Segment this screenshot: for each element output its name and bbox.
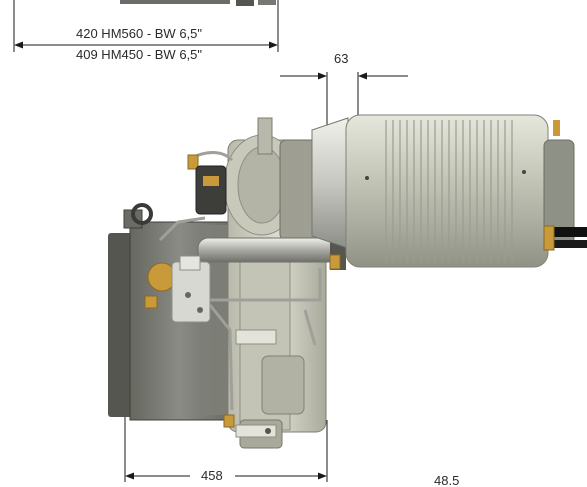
offset-dimension-label: 63 (334, 51, 349, 66)
top-dimension (13, 0, 279, 52)
center-casting (223, 117, 327, 449)
top-dimension-label-upper: 420 HM560 - BW 6,5" (74, 26, 205, 42)
actuator (195, 165, 227, 215)
black-hose (543, 120, 587, 251)
bottom-dimension-label: 458 (198, 468, 226, 484)
corner-code-label: 48.5 (434, 473, 460, 487)
bottom-dimension (124, 410, 328, 482)
cross-pipe (197, 236, 346, 270)
top-dimension-label-lower: 409 HM450 - BW 6,5" (74, 47, 205, 63)
upper-fragment (120, 0, 276, 6)
silencer-shell (345, 114, 575, 268)
valve-block (171, 255, 211, 323)
